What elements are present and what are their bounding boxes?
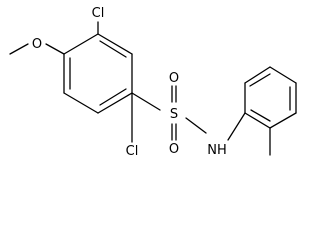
bond bbox=[244, 112, 271, 129]
right-benzene-ring bbox=[244, 66, 297, 129]
bond bbox=[269, 66, 297, 84]
atom-cl-bottom: Cl bbox=[126, 144, 139, 159]
molecule-structure: Cl O Cl S O O NH bbox=[9, 6, 297, 159]
bond-to-sulfur bbox=[131, 92, 161, 111]
structure-diagram: Cl O Cl S O O NH bbox=[9, 6, 297, 159]
double-bond-inner bbox=[249, 73, 271, 87]
double-bond-inner bbox=[99, 88, 127, 106]
atom-nh: NH bbox=[207, 143, 227, 158]
bond-n-ring bbox=[227, 112, 246, 141]
bond bbox=[97, 92, 133, 114]
bond-to-methoxy-o bbox=[45, 43, 65, 55]
atom-o-sulfonyl-top: O bbox=[169, 71, 179, 86]
atom-o-methoxy: O bbox=[32, 37, 42, 52]
double-bond-inner bbox=[99, 40, 127, 58]
bond bbox=[244, 66, 271, 84]
bond-s-n bbox=[185, 117, 207, 134]
bond bbox=[269, 112, 297, 129]
bond bbox=[63, 92, 99, 114]
atom-s: S bbox=[170, 107, 178, 122]
bond bbox=[97, 33, 133, 55]
atom-cl-top: Cl bbox=[92, 6, 105, 21]
bond-methyl bbox=[9, 43, 29, 55]
double-bond-inner bbox=[250, 109, 271, 122]
left-benzene-ring bbox=[63, 33, 133, 114]
bond bbox=[63, 33, 99, 55]
atom-o-sulfonyl-bottom: O bbox=[169, 142, 179, 157]
